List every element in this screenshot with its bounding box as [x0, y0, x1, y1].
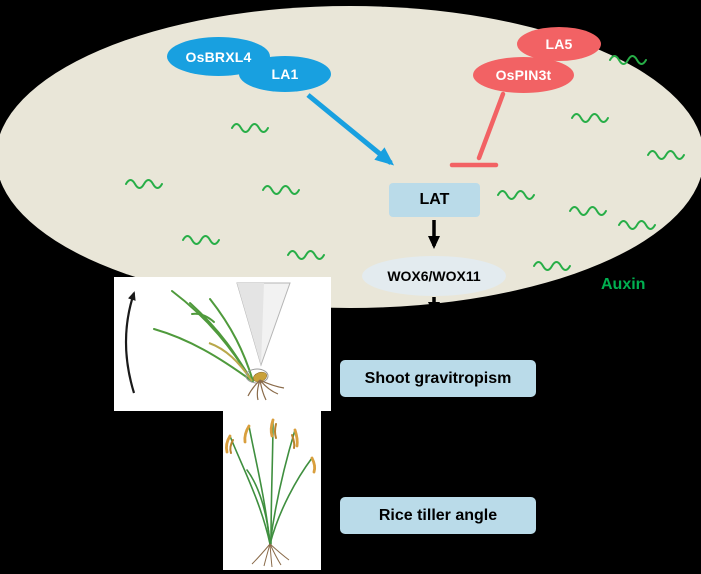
rice-tiller-angle-box: Rice tiller angle: [340, 497, 536, 534]
node-la1: LA1: [239, 56, 331, 92]
auxin-squiggle-icon: [569, 206, 607, 216]
grain-panicles: [225, 418, 317, 474]
grain-panicles-shadow: [229, 423, 296, 454]
auxin-squiggles-group: [125, 55, 685, 271]
gravitropism-experiment-image: [114, 277, 331, 411]
auxin-squiggle-icon: [497, 190, 535, 200]
auxin-squiggle-icon: [125, 179, 163, 189]
inhibition-connector-ospin3t-to-lat: [449, 91, 506, 168]
tiller-stems: [229, 419, 313, 545]
auxin-squiggle-icon: [287, 250, 325, 260]
node-ospin3t: OsPIN3t: [473, 57, 574, 93]
inhibition-shaft: [476, 91, 506, 161]
node-wox6-wox11: WOX6/WOX11: [362, 256, 506, 296]
seedling-roots: [247, 379, 285, 401]
gravitropism-illustration: [124, 282, 291, 401]
rice-roots: [251, 543, 290, 568]
auxin-squiggle-icon: [182, 235, 220, 245]
node-lat: LAT: [389, 183, 480, 217]
shoot-gravitropism-box: Shoot gravitropism: [340, 360, 536, 397]
rice-plant-image: [223, 402, 321, 570]
activation-arrow-la1-to-lat: [306, 93, 395, 166]
upward-curved-arrow-icon: [124, 291, 136, 394]
auxin-squiggle-icon: [231, 123, 269, 133]
auxin-squiggle-icon: [533, 261, 571, 271]
auxin-label: Auxin: [601, 276, 646, 293]
rice-plant-illustration: [225, 418, 317, 568]
auxin-squiggle-icon: [609, 55, 647, 65]
auxin-squiggle-icon: [647, 150, 685, 160]
dry-leaf-stroke: [208, 342, 253, 382]
auxin-squiggle-icon: [618, 220, 656, 230]
auxin-squiggle-icon: [262, 185, 300, 195]
node-la5: LA5: [517, 27, 601, 61]
tilted-shoot-stems: [153, 290, 254, 382]
auxin-squiggle-icon: [571, 113, 609, 123]
funnel-icon: [236, 282, 291, 367]
